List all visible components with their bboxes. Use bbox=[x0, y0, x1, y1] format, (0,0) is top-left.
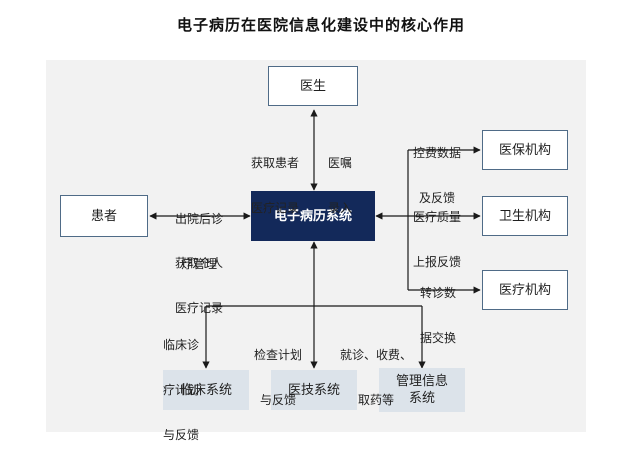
orders-label: 医嘱 录入 bbox=[327, 156, 352, 215]
quality-report-label: 医疗质量 上报反馈 bbox=[412, 210, 461, 269]
medical-institution-node: 医疗机构 bbox=[482, 270, 568, 310]
clinical-system-label: 临床系统 bbox=[179, 382, 232, 398]
diagram-title: 电子病历在医院信息化建设中的核心作用 bbox=[176, 16, 465, 34]
discharge-label: 出院后诊 疗管理 bbox=[174, 212, 223, 271]
emr-system-node: 电子病历系统 bbox=[251, 191, 375, 241]
tech-system-label: 医技系统 bbox=[287, 382, 340, 398]
patient-label: 患者 bbox=[90, 208, 117, 224]
connector-lines bbox=[149, 109, 481, 369]
mis-system-label-line1: 管理信息 bbox=[395, 374, 448, 389]
health-agency-label: 卫生机构 bbox=[498, 208, 551, 224]
doctor-label: 医生 bbox=[299, 78, 326, 94]
personal-records-label: 获取个人 医疗记录 bbox=[174, 256, 223, 315]
clinical-system-node: 临床系统 bbox=[163, 370, 249, 410]
get-records-label: 获取患者 医疗记录 bbox=[250, 156, 299, 215]
visit-fees-label: 就诊、收费、 取药等 bbox=[339, 348, 412, 407]
referral-label: 转诊数 据交换 bbox=[419, 286, 456, 345]
insurance-node: 医保机构 bbox=[482, 130, 568, 170]
tech-system-node: 医技系统 bbox=[271, 370, 357, 410]
patient-node: 患者 bbox=[60, 195, 148, 237]
emr-system-label: 电子病历系统 bbox=[273, 208, 352, 224]
insurance-label: 医保机构 bbox=[498, 142, 551, 158]
clinical-plan-label: 临床诊 疗计划 与反馈 bbox=[162, 338, 199, 442]
medical-institution-label: 医疗机构 bbox=[498, 282, 551, 298]
mis-system-node: 管理信息 系统 bbox=[379, 368, 465, 412]
exam-plan-label: 检查计划 与反馈 bbox=[253, 348, 302, 407]
doctor-node: 医生 bbox=[268, 66, 358, 106]
health-agency-node: 卫生机构 bbox=[482, 196, 568, 236]
mis-system-label-line2: 系统 bbox=[408, 391, 435, 406]
cost-control-label: 控费数据 及反馈 bbox=[412, 146, 461, 205]
